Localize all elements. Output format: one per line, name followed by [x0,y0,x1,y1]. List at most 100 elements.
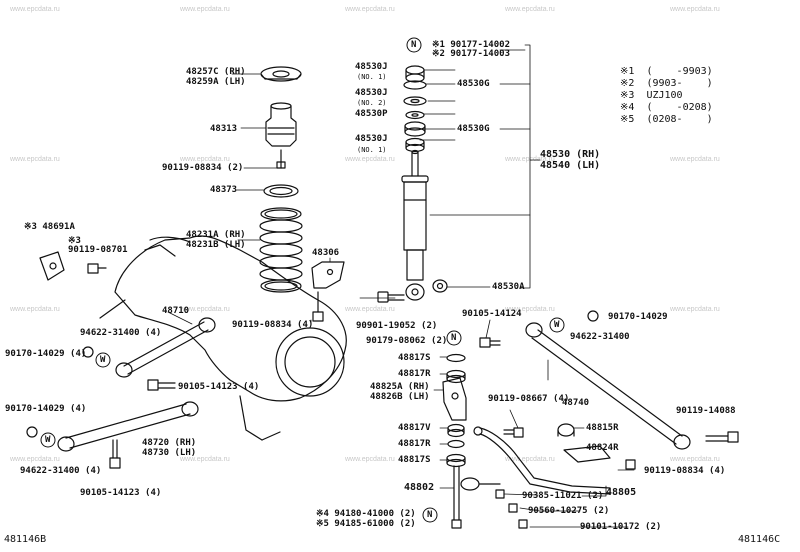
part-label: ※3 48691A [24,222,75,232]
lateral-rod-drawing [525,310,739,450]
marker-n: N [411,40,417,50]
watermark: www.epcdata.ru [180,306,230,313]
legend-item: ※3 UZJ100 [620,90,683,101]
part-label: 48802 [404,482,435,493]
part-label: 48826B (LH) [370,392,430,402]
watermark: www.epcdata.ru [670,306,720,313]
part-label: 90901-19052 (2) [356,321,438,331]
part-label: (NO. 1) [357,146,387,154]
watermark: www.epcdata.ru [670,456,720,463]
part-label: 48817S [398,353,431,363]
marker-rings [40,37,565,523]
marker-w: W [100,355,106,365]
part-label: 90170-14029 [608,312,668,322]
watermark: www.epcdata.ru [10,306,60,313]
part-label: ※2 90177-14003 [432,49,510,59]
part-label: 48817R [398,369,431,379]
part-label: 48824R [586,443,619,453]
watermark: www.epcdata.ru [505,6,555,13]
shock-absorber-drawing [377,65,448,303]
part-label: 48805 [606,487,637,498]
legend-item: ※5 (0208- ) [620,114,713,125]
marker-n: N [451,333,457,343]
watermark: www.epcdata.ru [505,456,555,463]
marker-w: W [554,320,560,330]
callout-lines-spring [231,73,331,324]
coil-spring-drawing [259,66,345,322]
part-label: 48817V [398,423,431,433]
part-label: 48817R [398,439,431,449]
watermark: www.epcdata.ru [345,156,395,163]
part-label: 90170-14029 (4) [5,404,87,414]
watermark: www.epcdata.ru [180,456,230,463]
part-label: ※5 94185-61000 (2) [316,519,416,529]
part-label: 90119-08701 [68,245,128,255]
legend-item: ※1 ( -9903) [620,66,713,77]
watermark: www.epcdata.ru [180,6,230,13]
part-label: 48373 [210,185,238,195]
part-label: 90119-08834 (2) [162,163,244,173]
watermark: www.epcdata.ru [10,156,60,163]
watermark: www.epcdata.ru [345,6,395,13]
part-label: 48231A (RH) [186,230,246,240]
part-label: ※4 94180-41000 (2) [316,509,416,519]
legend-item: ※2 (9903- ) [620,78,713,89]
part-label: 48720 (RH) [142,438,197,448]
part-label: 90105-14123 (4) [80,488,162,498]
part-label: 48530P [355,109,388,119]
figure-code-left: 481146B [4,534,47,545]
part-label: 48817S [398,455,431,465]
watermark: www.epcdata.ru [10,6,60,13]
watermark: www.epcdata.ru [180,156,230,163]
part-label: 94622-31400 (4) [20,466,102,476]
part-label: (NO. 2) [357,99,387,107]
watermark: www.epcdata.ru [670,156,720,163]
part-label: 90119-14088 [676,406,736,416]
part-label: 90170-14029 (4) [5,349,87,359]
part-label: 94622-31400 [570,332,630,342]
part-label: 48815R [586,423,619,433]
part-label: 48730 (LH) [142,448,197,458]
watermark: www.epcdata.ru [670,6,720,13]
figure-code-right: 481146C [738,534,781,545]
part-label: 90119-08834 (4) [644,466,726,476]
part-label: 48306 [312,248,340,258]
part-label: 48825A (RH) [370,382,430,392]
part-label: 48530A [492,282,525,292]
legend-item: ※4 ( -0208) [620,102,713,113]
bracket-48691a-drawing [39,251,107,281]
part-label: 48259A (LH) [186,77,246,87]
part-label: 90119-08834 (4) [232,320,314,330]
part-label: 48740 [562,398,590,408]
watermark: www.epcdata.ru [505,306,555,313]
axle-housing-drawing [99,235,347,441]
part-label: 48313 [210,124,238,134]
part-label: 90119-08667 (4) [488,394,570,404]
part-label: 90560-10275 (2) [528,506,610,516]
watermark: www.epcdata.ru [10,456,60,463]
stabilizer-drawing [442,337,636,529]
legend: ※1 ( -9903) ※2 (9903- ) ※3 UZJ100 ※4 ( -… [620,66,713,126]
part-label: 48257C (RH) [186,67,246,77]
part-label: 48530 (RH) [540,149,601,160]
marker-n: N [427,510,433,520]
part-label: 48530J [355,62,388,72]
part-label: 90385-11021 (2) [522,491,604,501]
part-label: 48530G [457,124,490,134]
part-label: (NO. 1) [357,73,387,81]
part-label: 90105-14123 (4) [178,382,260,392]
callout-lines-shock [359,44,541,299]
part-label: 90179-08062 (2) [366,336,448,346]
part-label: ※1 90177-14002 [432,40,510,50]
upper-control-arm-drawing [82,317,216,378]
marker-w: W [45,435,51,445]
part-label: 48710 [162,306,190,316]
part-label: 94622-31400 (4) [80,328,162,338]
watermark: www.epcdata.ru [345,456,395,463]
bolt-drawing [147,379,176,391]
part-label: 48530G [457,79,490,89]
part-label: 48540 (LH) [540,160,601,171]
part-label: 48231B (LH) [186,240,246,250]
